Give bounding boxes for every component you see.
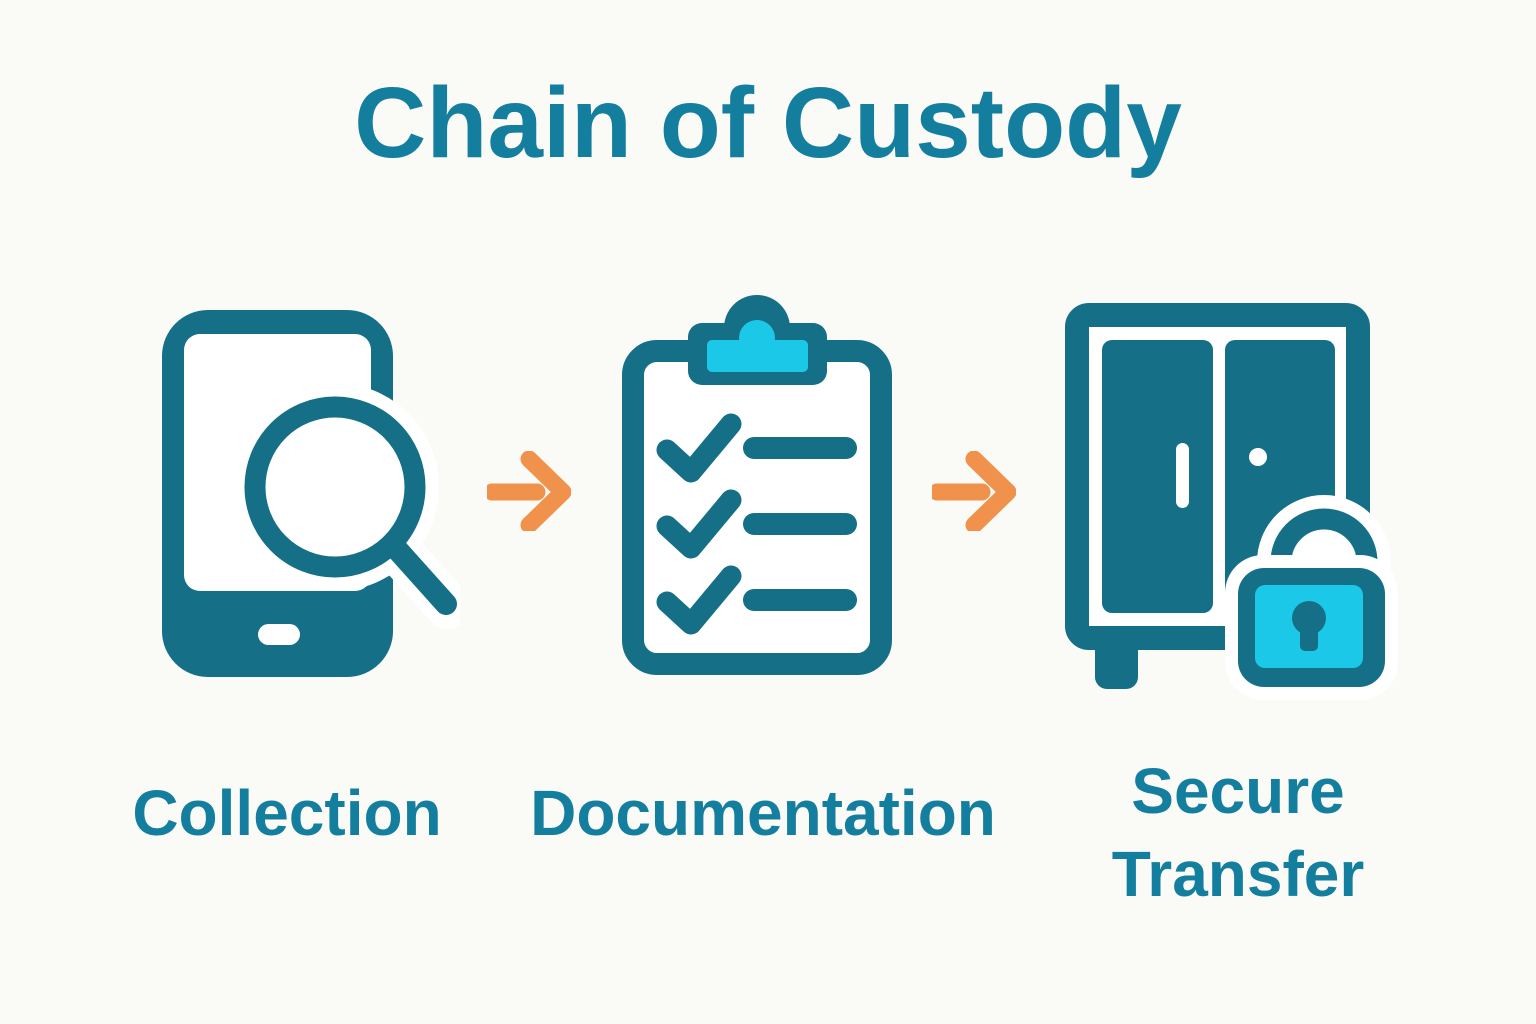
step-label-collection: Collection bbox=[132, 777, 442, 849]
step-label-documentation: Documentation bbox=[530, 777, 996, 849]
phone-search-svg bbox=[162, 310, 460, 677]
step-label-secure-transfer: Secure Transfer bbox=[1111, 755, 1365, 911]
locked-cabinet-icon bbox=[1055, 295, 1400, 705]
clipboard-checklist-icon bbox=[615, 290, 900, 685]
arrow-right-icon bbox=[487, 451, 571, 531]
page-title: Chain of Custody bbox=[354, 67, 1182, 179]
locked-cabinet-svg bbox=[1065, 303, 1398, 700]
arrow-right-svg bbox=[487, 451, 571, 531]
arrow-right-svg bbox=[932, 451, 1016, 531]
clipboard-checklist-svg bbox=[622, 295, 892, 675]
phone-search-icon bbox=[160, 300, 460, 685]
arrow-right-icon bbox=[932, 451, 1016, 531]
